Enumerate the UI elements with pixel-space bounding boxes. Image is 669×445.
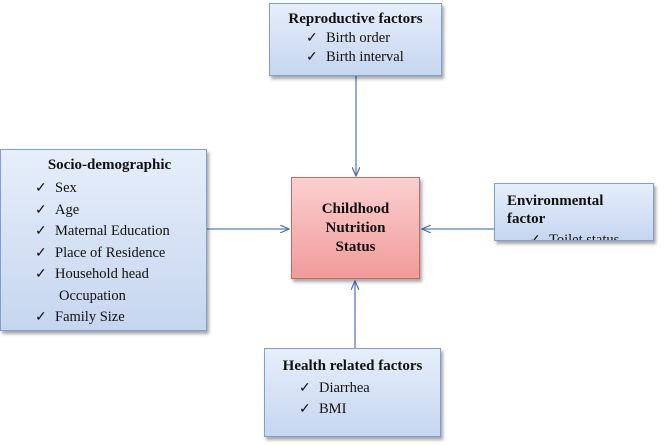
childhood-nutrition-status-box: Childhood Nutrition Status <box>291 177 420 279</box>
list-item: ✓ Birth interval <box>270 48 441 67</box>
socio-demographic-box: Socio-demographic ✓ Sex ✓ Age ✓ Maternal Ed… <box>0 149 207 331</box>
checkmark-icon: ✓ <box>529 233 541 241</box>
checkmark-icon: ✓ <box>299 402 311 417</box>
list-item: ✓ Family Size <box>1 307 206 329</box>
list-item-label: Family Size <box>55 309 125 325</box>
center-label-line2: Nutrition <box>325 219 386 236</box>
list-item: ✓ Maternal Education <box>1 221 206 243</box>
checkmark-icon: ✓ <box>35 181 47 196</box>
checkmark-icon: ✓ <box>35 267 47 282</box>
checkmark-icon: ✓ <box>306 50 318 65</box>
center-label: Childhood Nutrition Status <box>322 200 390 257</box>
list-item-label: Household head <box>55 266 149 282</box>
list-item-label: Birth interval <box>326 49 404 65</box>
list-item: ✓ Diarrhea <box>265 378 440 399</box>
center-label-line1: Childhood <box>321 200 390 217</box>
environmental-title-line2: factor <box>507 211 546 227</box>
environmental-factor-title: Environmental factor <box>507 192 643 228</box>
list-item: ✓ Place of Residence <box>1 243 206 265</box>
list-item: ✓ Birth order <box>270 29 441 48</box>
list-item: ✓ Toilet status <box>507 230 643 241</box>
list-item: ✓ BMI <box>265 399 440 420</box>
reproductive-factors-box: Reproductive factors ✓ Birth order ✓ Birth… <box>269 3 442 76</box>
list-item: ✓ Household head <box>1 264 206 286</box>
checkmark-icon: ✓ <box>35 245 47 261</box>
health-related-factors-box: Health related factors ✓ Diarrhea ✓ BMI <box>264 348 441 437</box>
list-item-label: Maternal Education <box>55 223 170 239</box>
checkmark-icon: ✓ <box>306 31 318 46</box>
environmental-title-line1: Environmental <box>507 193 604 209</box>
list-item-label: Diarrhea <box>319 380 370 396</box>
checkmark-icon: ✓ <box>35 310 47 325</box>
health-related-factors-title: Health related factors <box>282 358 423 374</box>
center-label-line3: Status <box>335 238 376 255</box>
environmental-factor-box: Environmental factor ✓ Toilet status <box>494 183 654 241</box>
reproductive-factors-title: Reproductive factors <box>288 11 423 27</box>
list-item-label: Sex <box>55 180 77 196</box>
checkmark-icon: ✓ <box>299 381 311 396</box>
list-item-continuation: Occupation <box>1 286 206 308</box>
checkmark-icon: ✓ <box>35 202 47 218</box>
list-item-label: Toilet status <box>549 232 620 241</box>
list-item-label: Birth order <box>326 30 391 46</box>
list-item-label: Place of Residence <box>55 244 166 261</box>
list-item: ✓ Age <box>1 200 206 222</box>
socio-demographic-title: Socio-demographic <box>47 157 172 173</box>
list-item-label: Occupation <box>59 287 126 304</box>
list-item: ✓ Sex <box>1 178 206 200</box>
list-item-label: BMI <box>319 401 347 417</box>
checkmark-icon: ✓ <box>35 224 47 239</box>
list-item-label: Age <box>55 201 80 218</box>
